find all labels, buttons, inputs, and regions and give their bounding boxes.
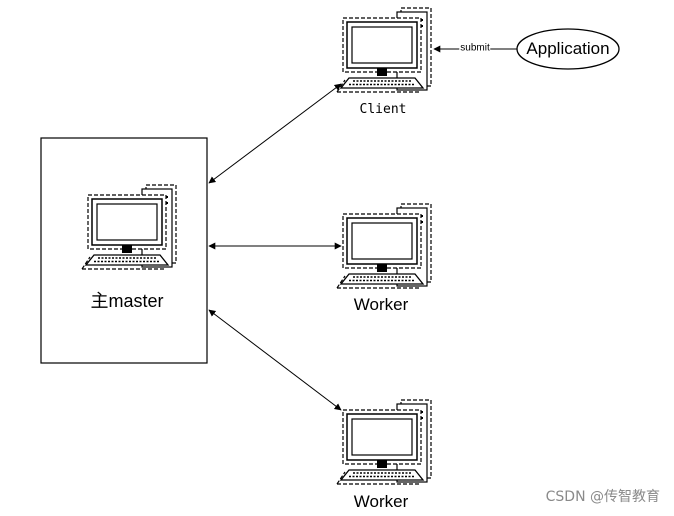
edge-master-client [208, 83, 342, 184]
worker-2-label: Worker [353, 492, 409, 511]
worker-2-computer-icon [336, 399, 432, 485]
submit-edge-label: submit [459, 42, 491, 54]
worker-1-computer-icon [336, 203, 432, 289]
master-label: 主master [90, 291, 164, 311]
client-computer-icon [336, 7, 432, 93]
watermark: CSDN @传智教育 [545, 489, 660, 505]
worker-1-label: Worker [353, 295, 409, 314]
master-computer-icon [81, 184, 177, 270]
client-label: Client [359, 102, 407, 117]
application-label: Application [526, 39, 610, 58]
edge-master-worker-2 [208, 309, 342, 411]
